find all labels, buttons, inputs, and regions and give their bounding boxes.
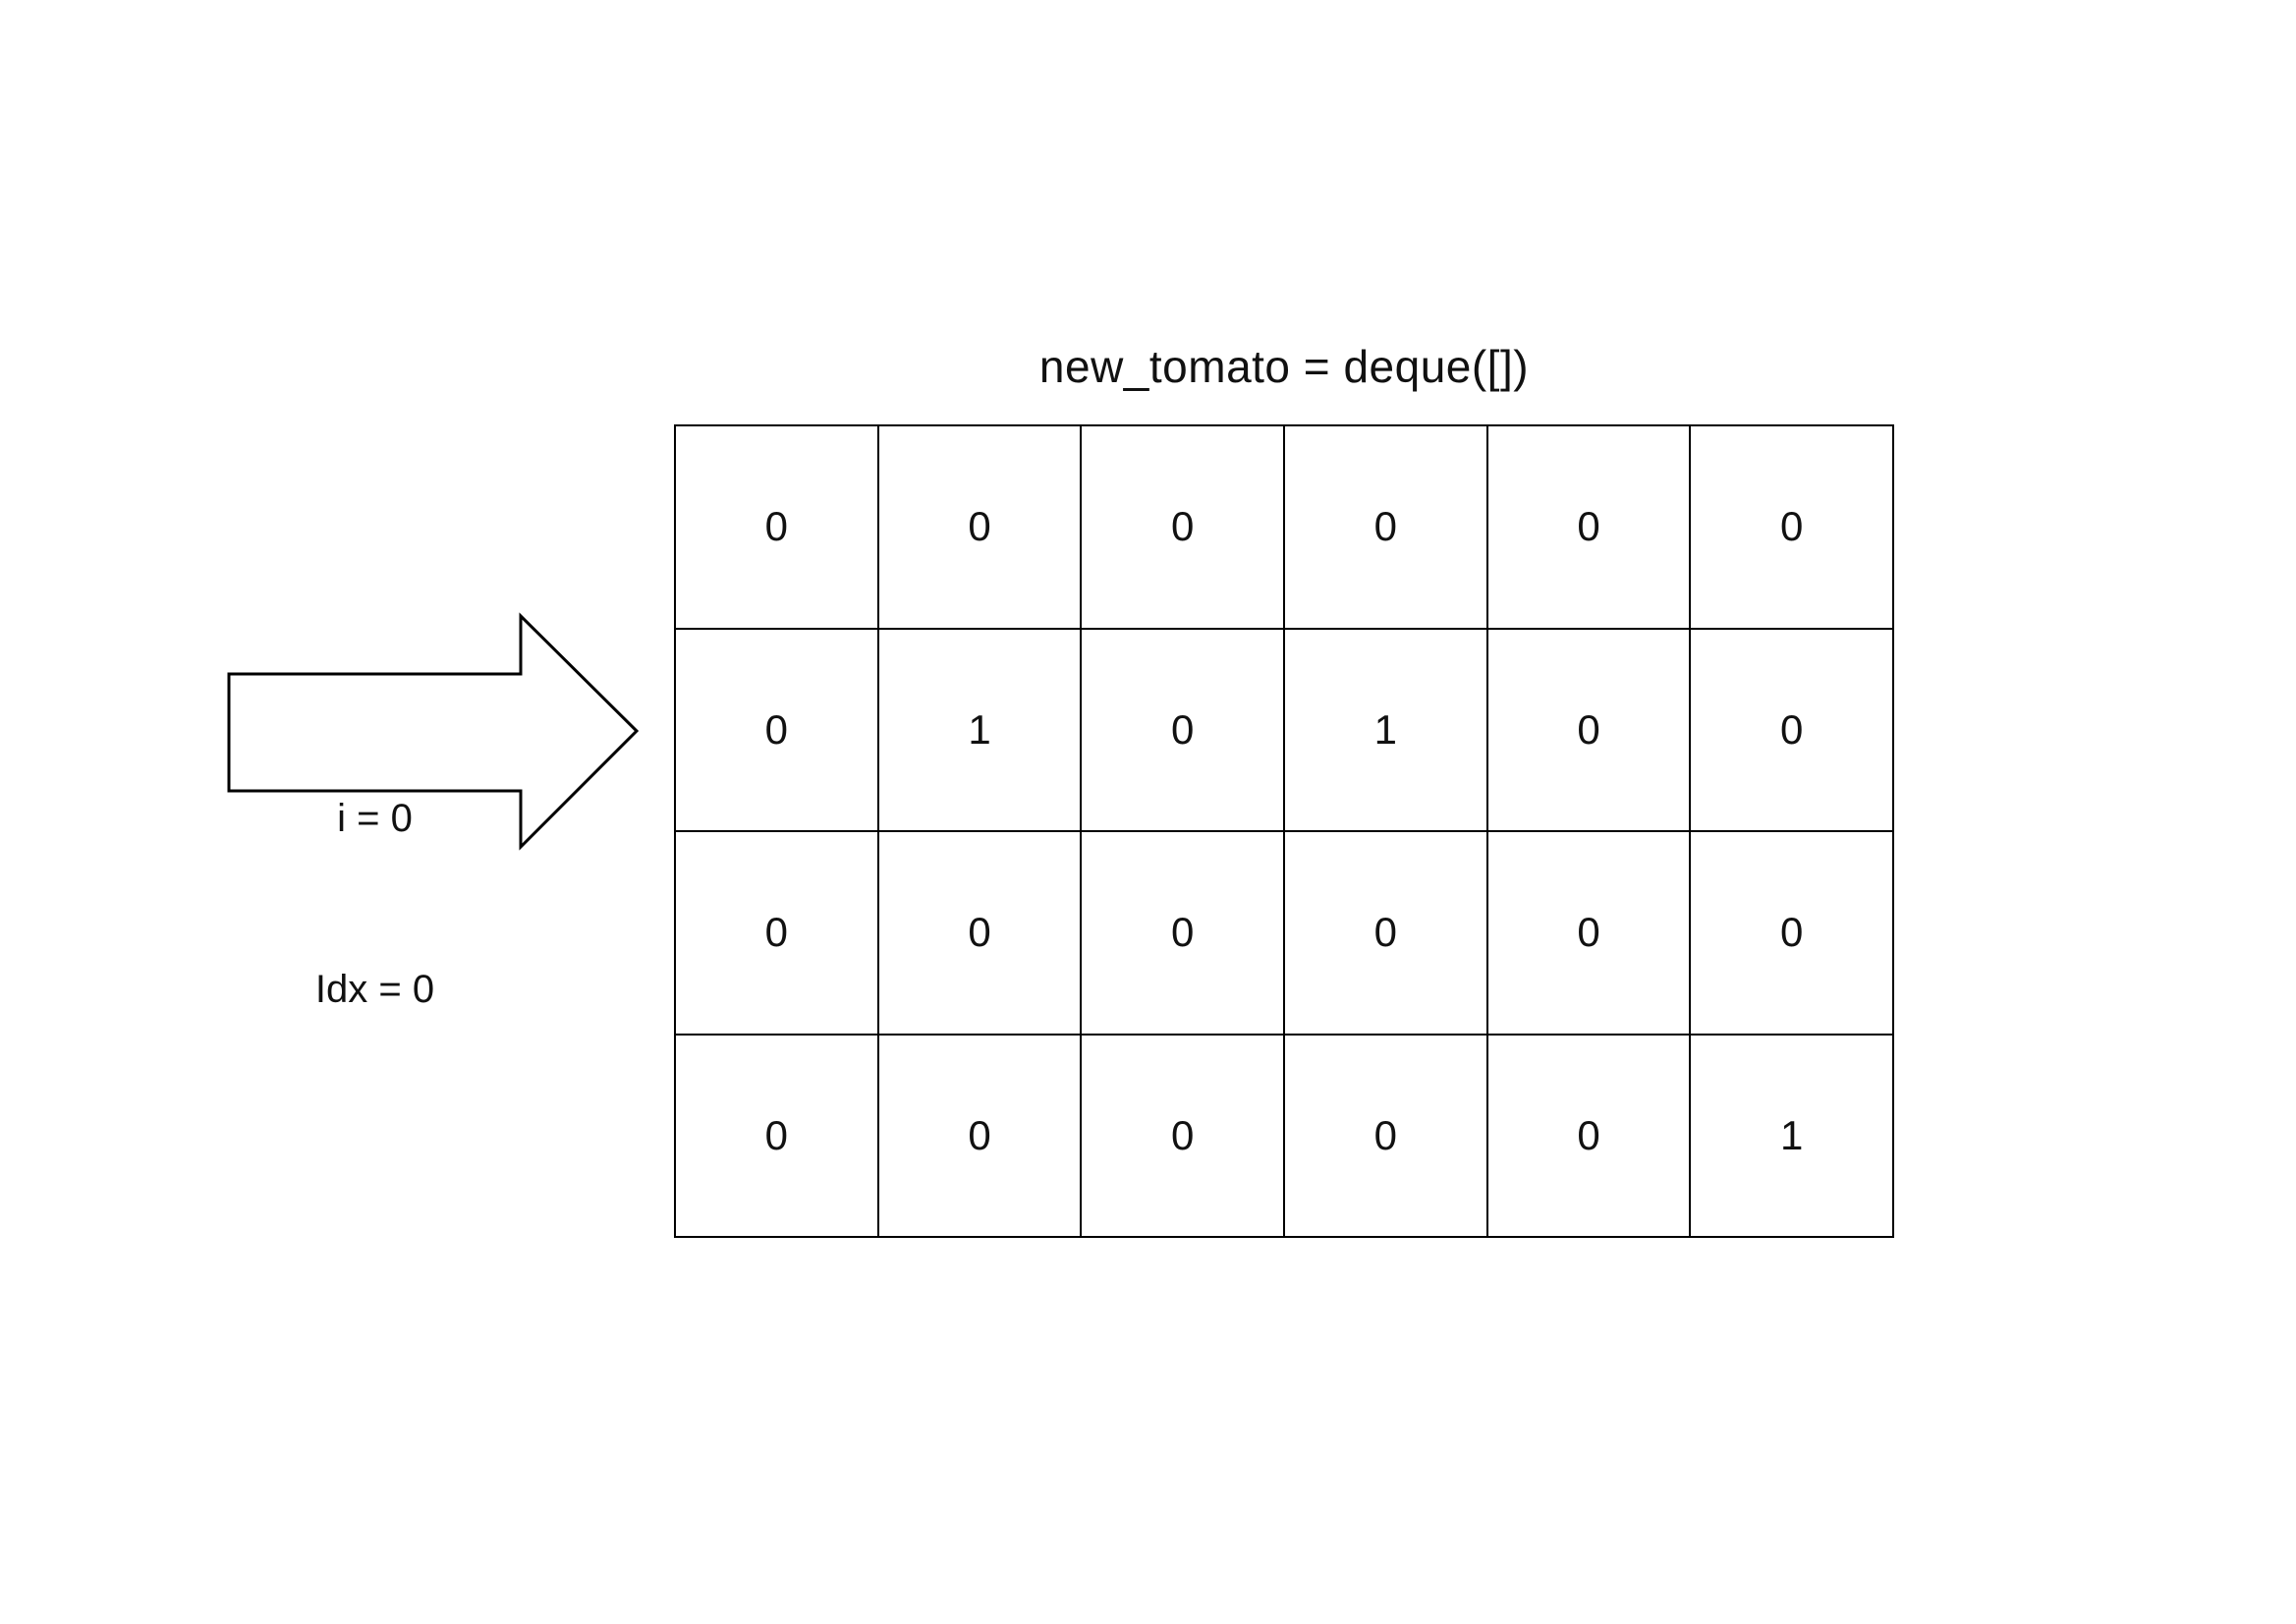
right-arrow-icon (227, 612, 640, 851)
grid-cell: 0 (1285, 1035, 1486, 1236)
arrow-label-line-i: i = 0 (337, 797, 413, 840)
grid-cell: 0 (676, 832, 877, 1034)
grid-cell: 0 (676, 1035, 877, 1236)
grid-cell: 0 (1285, 832, 1486, 1034)
grid-cell: 0 (878, 426, 1081, 628)
grid-cell: 0 (1082, 832, 1283, 1034)
grid-cell: 0 (1691, 426, 1892, 628)
grid-cell: 0 (878, 1035, 1081, 1236)
grid-cell: 1 (878, 629, 1081, 830)
right-arrow-shape (227, 612, 640, 851)
grid-cell: 0 (676, 629, 877, 830)
tomato-grid: 0 0 0 0 0 0 0 1 0 1 0 0 0 0 0 0 0 0 0 0 … (674, 424, 1894, 1238)
grid-cell: 1 (1285, 629, 1486, 830)
grid-cell: 0 (1487, 1035, 1690, 1236)
diagram-title: new_tomato = deque([]) (1038, 341, 1530, 392)
grid-cell: 0 (878, 832, 1081, 1034)
grid-cell: 1 (1691, 1035, 1892, 1236)
grid-cell: 0 (1487, 832, 1690, 1034)
grid-cell: 0 (1691, 832, 1892, 1034)
grid-cell: 0 (1487, 426, 1690, 628)
arrow-label: i = 0 Idx = 0 (229, 676, 521, 1132)
grid-cell: 0 (1487, 629, 1690, 830)
grid-cell: 0 (676, 426, 877, 628)
grid-cell: 0 (1082, 629, 1283, 830)
arrow-label-line-idx: Idx = 0 (314, 968, 435, 1011)
grid-cell: 0 (1285, 426, 1486, 628)
grid-cell: 0 (1691, 629, 1892, 830)
grid-cell: 0 (1082, 1035, 1283, 1236)
grid-cell: 0 (1082, 426, 1283, 628)
